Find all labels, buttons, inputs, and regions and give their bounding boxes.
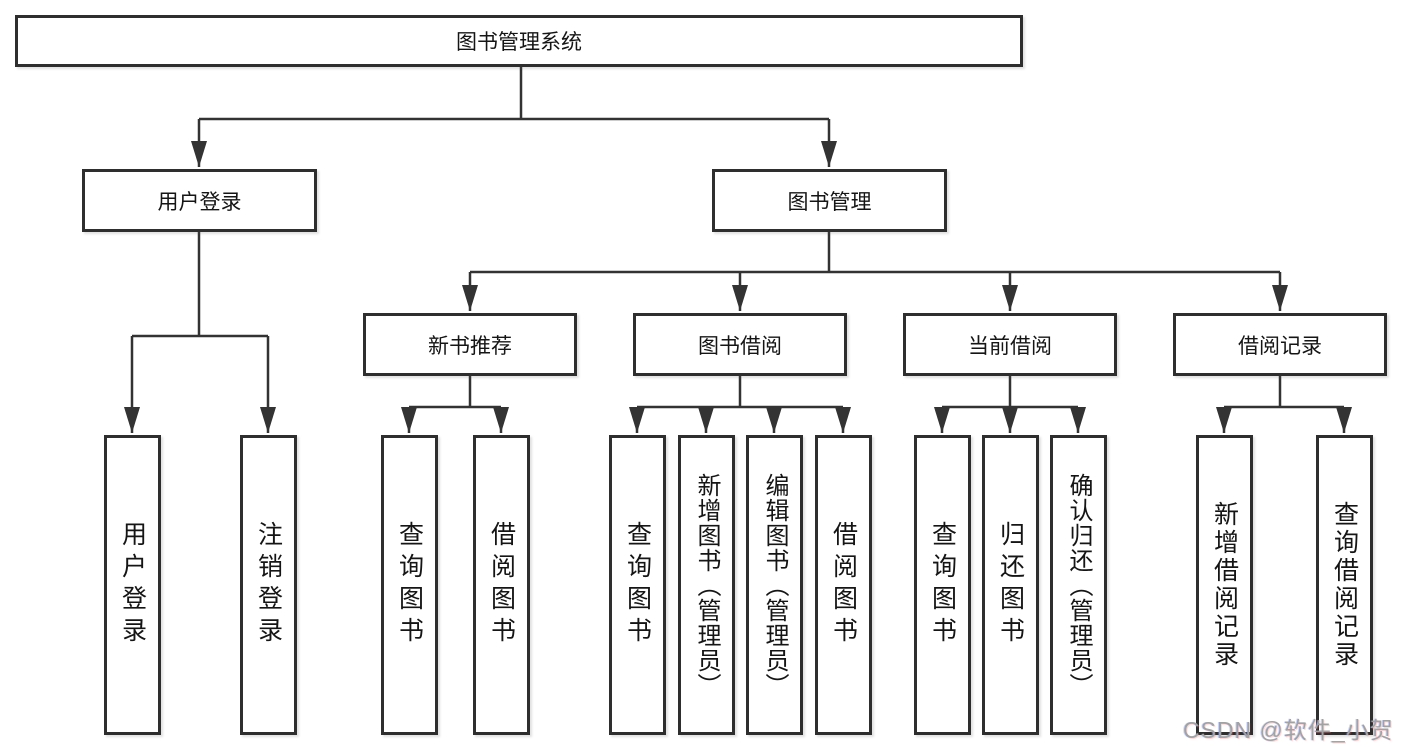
leaf-borrow-books: 借阅图书: [814, 435, 872, 735]
leaf-query-borrow-record: 查询借阅记录: [1315, 435, 1373, 735]
node-user-login: 用户登录: [82, 169, 317, 232]
node-label: 图书管理: [787, 190, 872, 214]
node-borrow-records: 借阅记录: [1173, 313, 1387, 376]
node-label: 新书推荐: [428, 334, 512, 358]
leaf-query-books-recommend: 查询图书: [380, 435, 438, 735]
leaf-borrow-books-recommend: 借阅图书: [472, 435, 530, 735]
node-label: 当前借阅: [968, 334, 1052, 358]
leaf-add-books-admin: 新增图书（管理员）: [677, 435, 735, 735]
leaf-query-books-current: 查询图书: [913, 435, 971, 735]
leaf-user-login: 用户登录: [103, 435, 161, 735]
leaf-return-books: 归还图书: [981, 435, 1039, 735]
node-label: 用户登录: [157, 190, 242, 214]
node-label: 图书管理系统: [456, 31, 582, 54]
node-book-borrow: 图书借阅: [633, 313, 847, 376]
leaf-add-borrow-record: 新增借阅记录: [1195, 435, 1253, 735]
node-label: 借阅记录: [1238, 334, 1322, 358]
leaf-logout: 注销登录: [239, 435, 297, 735]
leaf-query-books-borrow: 查询图书: [608, 435, 666, 735]
node-label: 图书借阅: [698, 334, 782, 358]
node-book-management: 图书管理: [712, 169, 947, 232]
node-current-borrow: 当前借阅: [903, 313, 1117, 376]
leaf-edit-books-admin: 编辑图书（管理员）: [745, 435, 803, 735]
node-new-book-recommend: 新书推荐: [363, 313, 577, 376]
csdn-watermark: CSDN @软件_小贺同学: [1183, 717, 1394, 743]
leaf-confirm-return-admin: 确认归还（管理员）: [1049, 435, 1107, 735]
node-root-system: 图书管理系统: [15, 15, 1023, 67]
